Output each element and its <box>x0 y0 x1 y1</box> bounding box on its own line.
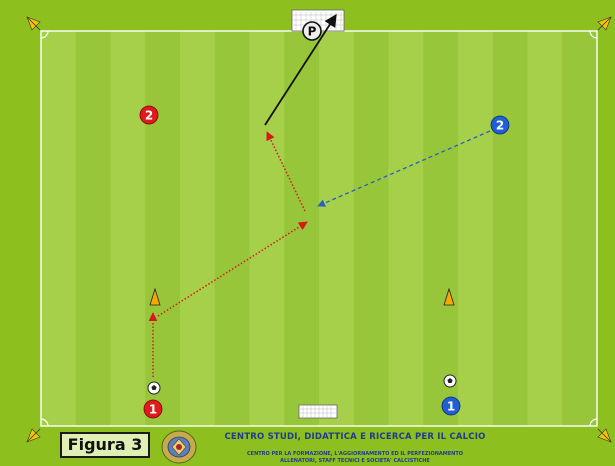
pitch-stripe <box>423 31 458 426</box>
player-red-1: 1 <box>144 400 162 418</box>
goal-icon <box>299 405 337 418</box>
pitch-stripe <box>76 31 111 426</box>
player-label: 2 <box>145 109 153 123</box>
player-label: 1 <box>149 403 157 417</box>
goalkeeper-token: P <box>303 22 321 40</box>
pitch-stripe <box>319 31 354 426</box>
pitch-stripe <box>354 31 389 426</box>
soccer-ball-icon <box>444 375 456 387</box>
organization-subtitle-line1: CENTRO PER LA FORMAZIONE, L'AGGIORNAMENT… <box>205 451 505 457</box>
pitch-stripe <box>493 31 528 426</box>
goalkeeper-label: P <box>308 25 317 39</box>
pitch-stripes <box>41 31 598 426</box>
soccer-ball-icon <box>148 382 160 394</box>
pitch-stripe <box>562 31 597 426</box>
pitch-stripe <box>389 31 424 426</box>
organization-subtitle-line2: ALLENATORI, STAFF TECNICI E SOCIETA' CAL… <box>205 458 505 464</box>
pitch-stripe <box>458 31 493 426</box>
pitch-stripe <box>284 31 319 426</box>
pitch-stripe <box>41 31 76 426</box>
pitch-stripe <box>250 31 285 426</box>
organization-title: CENTRO STUDI, DIDATTICA E RICERCA PER IL… <box>205 432 505 442</box>
pitch-stripe <box>528 31 563 426</box>
player-label: 2 <box>496 119 504 133</box>
pitch-stripe <box>180 31 215 426</box>
pitch-stripe <box>215 31 250 426</box>
player-label: 1 <box>447 400 455 414</box>
figure-label: Figura 3 <box>60 432 150 458</box>
pitch-stripe <box>145 31 180 426</box>
player-blue-1: 1 <box>442 397 460 415</box>
player-blue-2: 2 <box>491 116 509 134</box>
logo-emblem-icon <box>160 429 198 465</box>
player-red-2: 2 <box>140 106 158 124</box>
pitch-stripe <box>111 31 146 426</box>
